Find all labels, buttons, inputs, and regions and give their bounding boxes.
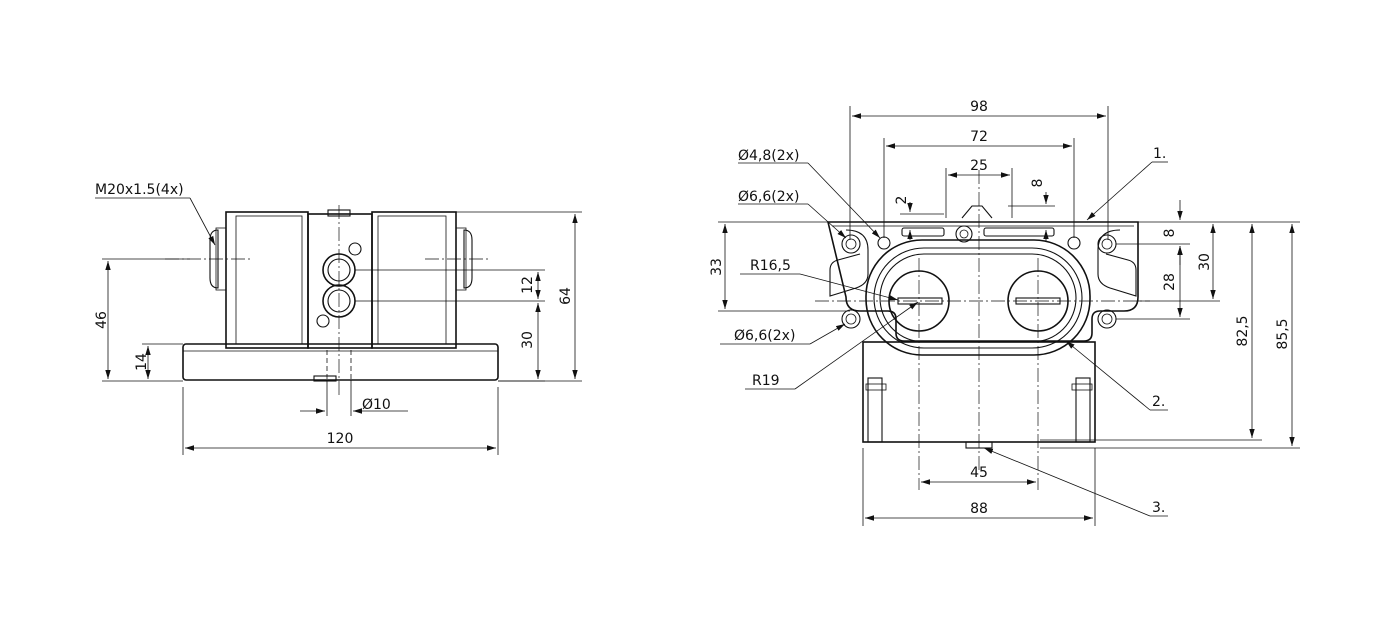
dim-8-right: 8 xyxy=(1162,229,1178,238)
center-block xyxy=(307,213,373,349)
dim-12: 12 xyxy=(520,276,536,294)
dim-30-right: 30 xyxy=(1197,253,1213,271)
dim-82-5: 82,5 xyxy=(1235,315,1251,346)
callout-hole-6-6-top: Ø6,6(2x) xyxy=(738,189,799,205)
callout-r16-5: R16,5 xyxy=(750,258,791,274)
hole-top-left xyxy=(841,234,861,254)
right-front-view: 98 72 25 8 2 33 8 28 xyxy=(709,99,1300,526)
balloon-2: 2. xyxy=(1152,394,1165,410)
base-plate xyxy=(182,343,499,381)
dim-25: 25 xyxy=(970,158,988,174)
dim-88: 88 xyxy=(970,501,988,517)
dim-14: 14 xyxy=(134,353,150,371)
balloon-3: 3. xyxy=(1152,500,1165,516)
dim-64: 64 xyxy=(558,287,574,305)
right-housing xyxy=(371,211,457,349)
dim-pin-dia: Ø10 xyxy=(362,397,391,413)
flange-outline xyxy=(826,221,1139,342)
dim-120: 120 xyxy=(327,431,354,447)
callout-hole-4-8: Ø4,8(2x) xyxy=(738,148,799,164)
hole-bottom-left xyxy=(841,309,861,329)
dim-85-5: 85,5 xyxy=(1275,318,1291,349)
dim-28: 28 xyxy=(1162,273,1178,291)
dim-72: 72 xyxy=(970,129,988,145)
callout-hole-6-6-bottom: Ø6,6(2x) xyxy=(734,328,795,344)
dim-30-left: 30 xyxy=(520,331,536,349)
left-side-view: M20x1.5(4x) 46 14 12 30 64 Ø10 12 xyxy=(94,182,582,455)
oval-gasket-outer xyxy=(865,239,1091,356)
thread-callout: M20x1.5(4x) xyxy=(95,182,184,198)
dim-2: 2 xyxy=(894,196,910,205)
hole-top-right xyxy=(1097,234,1117,254)
balloon-1: 1. xyxy=(1153,146,1166,162)
dim-33: 33 xyxy=(709,258,725,276)
dim-46: 46 xyxy=(94,311,110,329)
dim-98: 98 xyxy=(970,99,988,115)
left-housing xyxy=(225,211,309,349)
dim-45: 45 xyxy=(970,465,988,481)
dim-8-top: 8 xyxy=(1030,179,1046,188)
hole-bottom-right xyxy=(1097,309,1117,329)
callout-r19: R19 xyxy=(752,373,780,389)
